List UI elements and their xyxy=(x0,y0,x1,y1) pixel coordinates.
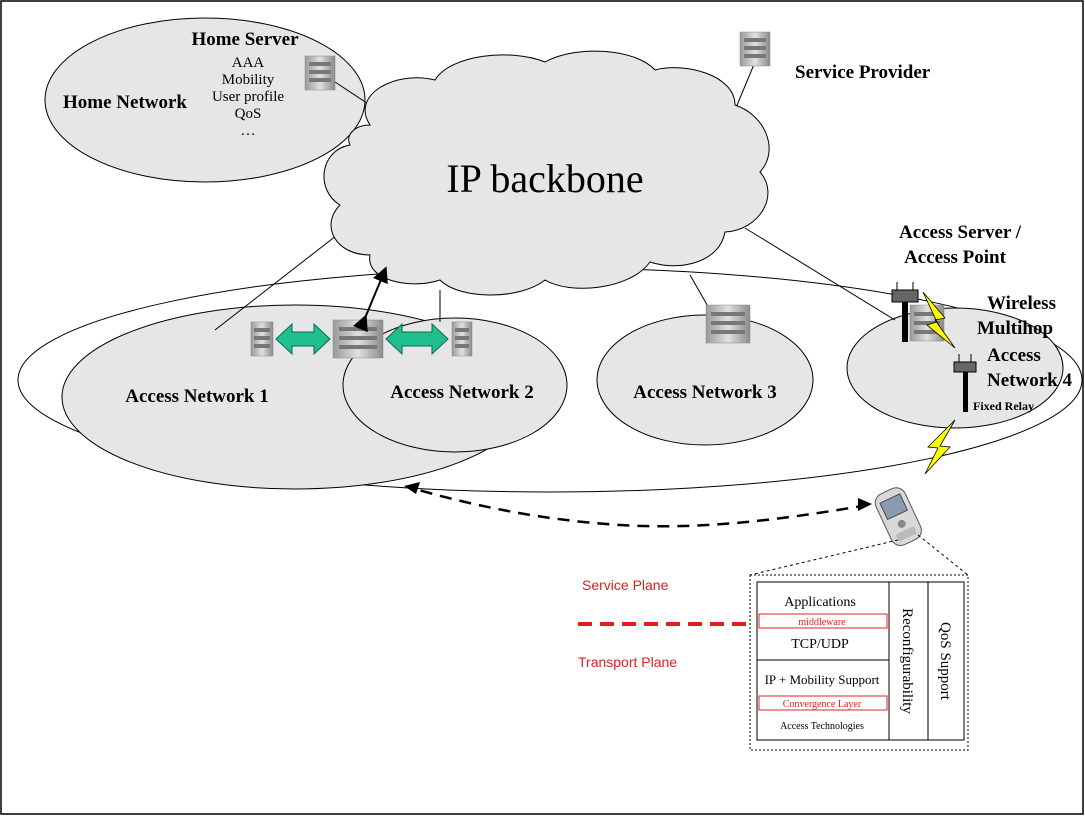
stack-applications: Applications xyxy=(784,595,856,610)
transport-plane-label: Transport Plane xyxy=(578,654,677,670)
access-network-3-ellipse xyxy=(596,314,814,446)
mobility-arrowhead-right xyxy=(858,498,872,511)
zoom-line-left xyxy=(749,539,899,576)
home-service-mobility: Mobility xyxy=(222,72,275,88)
stack-ip-mobility: IP + Mobility Support xyxy=(765,672,880,687)
stack-convergence-layer: Convergence Layer xyxy=(783,699,862,710)
relay-link-bolt-icon xyxy=(924,419,956,475)
access-server-left-icon xyxy=(250,321,274,357)
stack-tcp-udp: TCP/UDP xyxy=(791,637,849,652)
wireless-label: Wireless xyxy=(987,293,1056,314)
access-server-right-icon xyxy=(451,321,473,357)
multihop-label: Multihop xyxy=(977,318,1053,339)
access-label: Access xyxy=(987,345,1041,366)
zoom-line-right xyxy=(917,534,969,576)
mobility-dashed-arrow xyxy=(407,485,869,528)
access-network-2-label: Access Network 2 xyxy=(390,382,534,403)
green-double-arrow-left-icon xyxy=(275,322,331,356)
access-point-label: Access Point xyxy=(904,247,1007,268)
stack-access-technologies: Access Technologies xyxy=(780,721,864,732)
fixed-relay-label: Fixed Relay xyxy=(973,399,1034,413)
service-provider-label: Service Provider xyxy=(795,62,931,83)
green-double-arrow-right-icon xyxy=(385,322,449,356)
mobile-phone-icon xyxy=(874,487,922,546)
access-server-label: Access Server / xyxy=(899,222,1022,243)
ip-backbone-label: IP backbone xyxy=(446,156,643,201)
home-server-icon xyxy=(304,55,336,91)
access-network-3-label: Access Network 3 xyxy=(633,382,777,403)
access-server-middle-icon xyxy=(332,319,384,359)
wireless-link-bolt-icon xyxy=(922,291,956,349)
backbone-link-double-arrow xyxy=(353,266,388,333)
stack-qos-support: QoS Support xyxy=(937,622,953,701)
ip-backbone-cloud xyxy=(323,50,770,296)
home-service-aaa: AAA xyxy=(232,55,265,71)
stack-reconfigurability: Reconfigurability xyxy=(899,608,915,714)
home-service-ellipsis: … xyxy=(241,123,256,139)
fixed-relay-antenna-icon xyxy=(953,354,977,412)
access-network-1-label: Access Network 1 xyxy=(125,386,269,407)
home-service-user-profile: User profile xyxy=(212,89,284,105)
access-network-3-server-icon xyxy=(705,304,751,344)
network4-label: Network 4 xyxy=(987,370,1072,391)
access-point-antenna-icon xyxy=(891,282,919,342)
stack-middleware: middleware xyxy=(798,617,846,628)
mobility-arrowhead-left xyxy=(404,482,420,494)
home-network-label: Home Network xyxy=(63,92,187,113)
service-plane-label: Service Plane xyxy=(582,577,669,593)
home-network-ellipse xyxy=(44,17,366,183)
home-server-label: Home Server xyxy=(191,29,299,50)
home-service-qos: QoS xyxy=(235,106,262,122)
service-provider-server-icon xyxy=(739,31,771,67)
protocol-stack xyxy=(749,574,969,751)
